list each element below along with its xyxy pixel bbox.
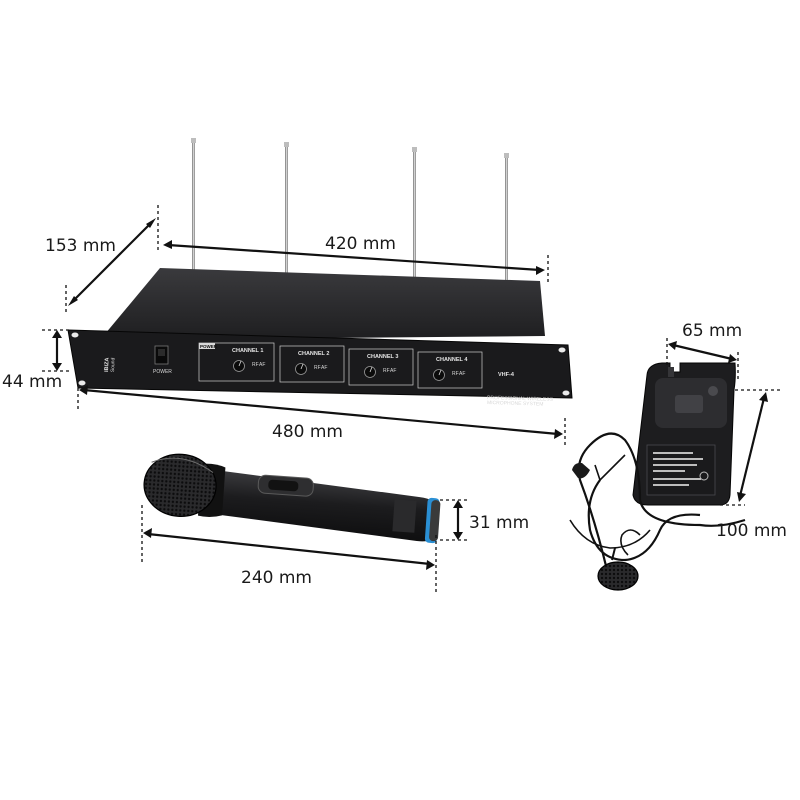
power-switch-label: POWER — [153, 369, 172, 375]
label-pack-height: 100 mm — [716, 521, 787, 541]
rf-label-3: RF — [383, 368, 390, 374]
receiver-front-panel — [67, 329, 573, 399]
af-label-1: AF — [259, 362, 265, 368]
mic-grille — [143, 453, 217, 517]
label-mic-length: 240 mm — [241, 568, 312, 588]
svg-text:IBIZA: IBIZA — [104, 357, 110, 372]
handheld-microphone — [143, 453, 441, 544]
channel-1-label: CHANNEL 1 — [232, 348, 263, 354]
label-receiver-height: 44 mm — [2, 372, 62, 392]
headset-earhook — [572, 462, 590, 479]
power-tab-label: POWER — [200, 344, 218, 349]
channel-1-box — [198, 342, 275, 382]
rf-label-4: RF — [452, 371, 459, 377]
rf-label-2: RF — [314, 365, 321, 371]
dimension-annotations: 153 mm 420 mm 44 mm 480 mm 240 mm 31 mm … — [2, 205, 787, 595]
af-label-4: AF — [459, 371, 465, 377]
channel-4-box — [417, 351, 483, 389]
label-pack-width: 65 mm — [682, 321, 742, 341]
channel-3-label: CHANNEL 3 — [367, 354, 398, 360]
label-receiver-width: 480 mm — [272, 422, 343, 442]
lavalier-capsule — [597, 561, 639, 591]
channel-2-label: CHANNEL 2 — [298, 351, 329, 357]
channel-4-label: CHANNEL 4 — [436, 357, 468, 363]
brand-logo: IBIZA Sound — [104, 357, 117, 372]
receiver-unit: IBIZA Sound POWER POWER CHANNEL 1 CHANNE… — [67, 138, 573, 408]
description-line-2: MICROPHONE SYSTEM — [487, 400, 544, 408]
volume-knob-3[interactable] — [364, 366, 376, 378]
channel-3-box — [348, 348, 414, 386]
rf-label-1: RF — [252, 362, 259, 368]
headset-microphone — [569, 432, 746, 571]
af-label-2: AF — [321, 365, 327, 371]
volume-knob-2[interactable] — [295, 363, 307, 375]
svg-text:Sound: Sound — [110, 357, 117, 372]
label-receiver-depth: 153 mm — [45, 236, 116, 256]
af-label-3: AF — [390, 368, 396, 374]
model-label: VHF-4 — [498, 372, 515, 378]
label-antenna-span: 420 mm — [325, 234, 396, 254]
bodypack-transmitter — [632, 362, 736, 506]
description-line-1: PROFESSIONAL WIRELESS — [487, 395, 554, 403]
volume-knob-4[interactable] — [433, 369, 445, 381]
label-mic-diameter: 31 mm — [469, 513, 529, 533]
channel-2-box — [279, 345, 345, 383]
receiver-top — [100, 268, 545, 340]
volume-knob-1[interactable] — [233, 360, 245, 372]
